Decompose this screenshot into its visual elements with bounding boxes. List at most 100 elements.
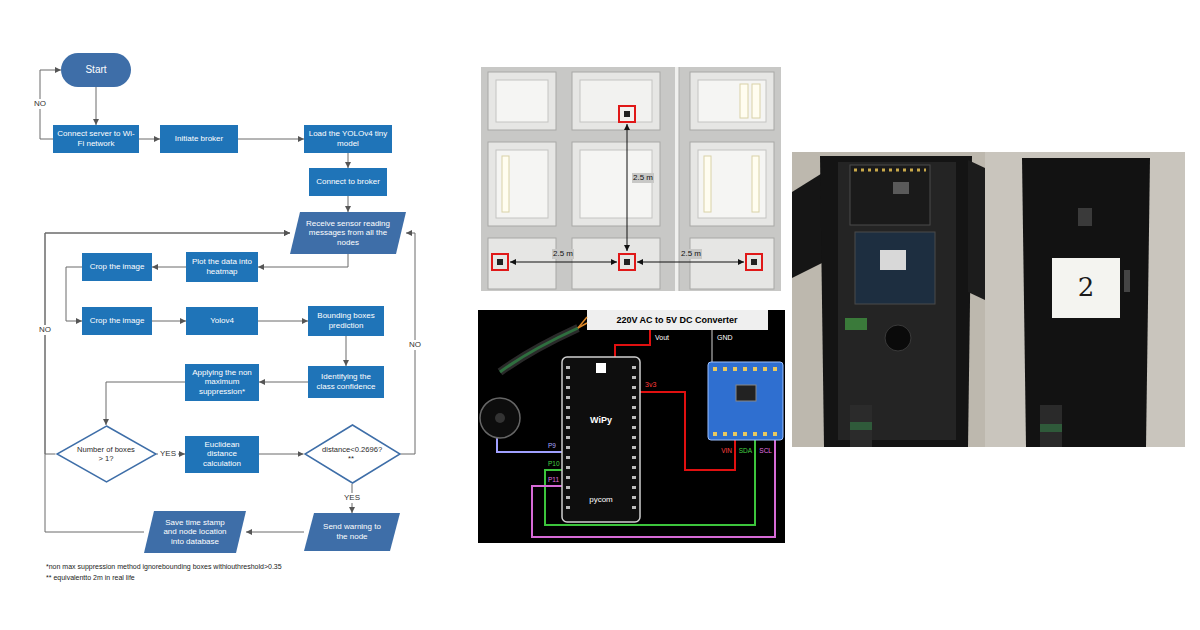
ceiling-coffer (572, 142, 660, 226)
diamond-shape (57, 426, 156, 482)
node-text: Applying the non maximum suppression* (189, 368, 255, 397)
node-text: Euclidean distance calculation (189, 440, 255, 469)
footnote: *non max suppression method ignoreboundi… (45, 563, 283, 571)
flow-connector (66, 267, 82, 321)
coffer-inner (580, 80, 652, 122)
sensor-window (1078, 208, 1092, 226)
thermal-sensor-board (708, 362, 783, 440)
side-switch (1124, 270, 1130, 292)
ceiling-coffer (690, 238, 774, 289)
board-pins (566, 366, 570, 516)
flow-connector (45, 233, 290, 532)
coffer-inner (698, 80, 766, 122)
process-box: Crop the image (82, 307, 152, 335)
process-box: Connect to broker (309, 168, 387, 196)
node-text: Number of boxes > 1? (75, 445, 137, 463)
board-label: pycom (588, 495, 614, 504)
flow-connector (139, 139, 160, 140)
branch-label: YES (158, 449, 178, 458)
text-stack: Send warning to the node (318, 522, 386, 541)
text-stack: Euclidean distance calculation (189, 440, 255, 469)
node-text: Load the YOLOv4 tiny model (308, 129, 388, 148)
diamond-shape (305, 425, 400, 483)
enclosure-interior (838, 162, 956, 440)
branch-label: NO (37, 325, 53, 334)
ceiling-coffer (488, 238, 556, 289)
pin-label: 3v3 (644, 381, 657, 389)
ceiling-coffer (690, 142, 774, 226)
sensor-chip (736, 385, 756, 401)
coffer-inner (496, 80, 548, 122)
node-text: Initiate broker (164, 134, 234, 144)
flow-connector (348, 153, 349, 168)
ceiling-coffer (690, 72, 774, 130)
pin-label: SDA (738, 447, 753, 454)
pin-label: SCL (758, 447, 773, 454)
converter-box (587, 310, 768, 330)
parallelogram-shape (144, 511, 246, 553)
sensor-chip-photo (893, 182, 909, 194)
node-text: Bounding boxes prediction (312, 311, 380, 330)
flow-connector (106, 382, 185, 425)
coffer-inner (698, 150, 766, 218)
decision-diamond: Number of boxes > 1? (56, 425, 157, 483)
dimension-label: 2.5 m (680, 249, 702, 258)
node-text: Send warning to the node (318, 522, 386, 541)
flow-connector (238, 139, 304, 140)
node-text: Identifying the class confidence (312, 372, 380, 391)
dc-jack-photo (1040, 405, 1062, 447)
flow-connector (152, 267, 186, 268)
sensor-marker (619, 106, 635, 122)
vout-wire (615, 330, 650, 357)
coffer-inner (496, 150, 548, 218)
photo-wall (792, 152, 985, 447)
node-text: Crop the image (86, 262, 148, 272)
text-stack: Crop the image (86, 316, 148, 326)
board-pins (632, 366, 636, 516)
enclosure-flap (792, 172, 824, 278)
sensor-node (497, 259, 503, 265)
flow-connector (259, 382, 308, 383)
text-stack: Bounding boxes prediction (312, 311, 380, 330)
sensor-marker (619, 254, 635, 270)
ceiling-ground (481, 67, 781, 291)
fluorescent-tube (704, 156, 711, 212)
flow-connector (346, 336, 347, 366)
text-stack: distance<0.2696? ** (322, 445, 380, 463)
pin-label: VIN (720, 447, 733, 454)
ceiling-coffer (572, 72, 660, 130)
branch-label: NO (407, 340, 423, 349)
process-box: Load the YOLOv4 tiny model (304, 125, 392, 153)
sensor-pins (713, 432, 780, 436)
coffer-inner (580, 150, 652, 218)
ceiling-pipe (675, 67, 679, 291)
process-box: Applying the non maximum suppression* (185, 364, 259, 401)
buzzer-symbol (480, 398, 520, 438)
node-text: Yolov4 (190, 316, 254, 326)
io-parallelogram: Save time stamp and node location into d… (144, 511, 246, 553)
text-stack: Load the YOLOv4 tiny model (308, 129, 388, 148)
flow-connector (258, 254, 348, 267)
flow-connector (45, 233, 290, 454)
text-stack: Crop the image (86, 262, 148, 272)
ceiling-coffer (572, 238, 660, 289)
buzzer-center (495, 413, 505, 423)
wipy-board (562, 357, 640, 522)
parallelogram-shape (304, 513, 400, 551)
fluorescent-tube (752, 84, 760, 118)
device-photos (792, 152, 1185, 447)
node-text: distance<0.2696? ** (322, 445, 380, 463)
sensor-board-photo (850, 165, 930, 225)
dimension-line (510, 262, 617, 263)
pin-label: P11 (547, 476, 560, 483)
io-parallelogram: Send warning to the node (304, 513, 400, 551)
node-text: Save time stamp and node location into d… (158, 518, 232, 547)
branch-label: NO (32, 99, 48, 108)
buzzer-wire (497, 437, 562, 452)
flow-connector (348, 196, 349, 212)
sensor-marker (492, 254, 508, 270)
flow-connector (96, 87, 97, 125)
text-stack: Applying the non maximum suppression* (189, 368, 255, 397)
